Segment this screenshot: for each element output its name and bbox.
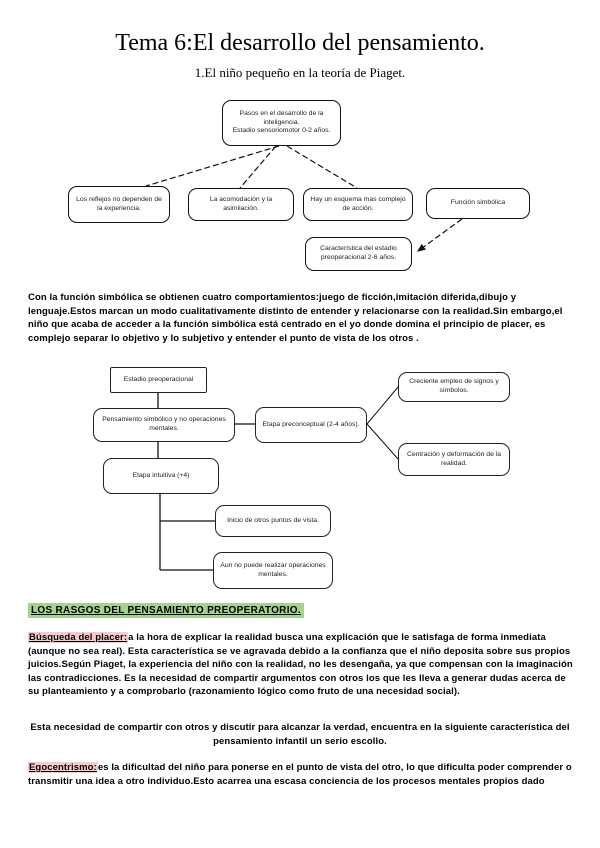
intro-paragraph: Con la función simbólica se obtienen cua…	[28, 292, 563, 344]
egocentrism-paragraph: Egocentrismo:es la dificultad del niño p…	[28, 761, 574, 788]
diagram2-preconceptual-box: Etapa preconceptual (2-4 años).	[255, 407, 367, 443]
pleasure-paragraph: Búsqueda del placer:a la hora de explica…	[28, 631, 574, 699]
diagram-preoperational: Estadio preoperacional Pensamiento simbó…	[0, 360, 600, 600]
egocentrism-lead-highlight: Egocentrismo:	[28, 762, 98, 773]
diagram1-root-box: Pasos en el desarrollo de la inteligenci…	[222, 100, 341, 146]
diagram2-viewpoints-box: Inicio de otros puntos de vista.	[215, 505, 331, 537]
pleasure-lead-highlight: Búsqueda del placer:	[28, 632, 129, 643]
diagram1-schema-box: Hay un esquema mas complejo de acción.	[303, 188, 413, 221]
diagram2-signs-box: Creciente empleo de signos y símbolos.	[398, 372, 510, 402]
page-subtitle: 1.El niño pequeño en la teoría de Piaget…	[194, 65, 406, 80]
pleasure-text: a la hora de explicar la realidad busca …	[28, 632, 573, 698]
diagram2-centration-box: Centración y deformación de la realidad.	[398, 443, 510, 476]
diagram1-symbolic-box: Función simbólica	[426, 188, 530, 219]
diagram2-no-operations-box: Aun no puede realizar operaciones mental…	[213, 552, 333, 589]
egocentrism-text: es la dificultad del niño para ponerse e…	[28, 762, 572, 787]
diagram1-characteristic-box: Característica del estadio preoperaciona…	[305, 237, 412, 271]
diagram1-accommodation-box: La acomodación y la asimilación.	[188, 188, 294, 221]
diagram1-root-line1: Pasos en el desarrollo de la inteligenci…	[239, 110, 324, 126]
bridge-paragraph: Esta necesidad de compartir con otros y …	[30, 722, 570, 747]
diagram1-root-text: Pasos en el desarrollo de la inteligenci…	[227, 110, 336, 136]
diagram1-reflexes-box: Los reflejos no dependen de la experienc…	[68, 186, 170, 223]
diagram2-preoperational-stage-box: Estadio preoperacional	[110, 367, 207, 393]
section-heading: LOS RASGOS DEL PENSAMIENTO PREOPERATORIO…	[28, 603, 304, 618]
diagram1-root-line2: Estadio sensoriomotor 0-2 años.	[232, 127, 331, 135]
diagram2-symbolic-thought-box: Pensamiento simbólico y no operaciones m…	[93, 408, 235, 442]
page-title: Tema 6:El desarrollo del pensamiento.	[115, 30, 485, 56]
diagram-sensorimotor: Pasos en el desarrollo de la inteligenci…	[0, 95, 600, 290]
diagram2-intuitive-box: Etapa intuitiva (+4)	[103, 458, 219, 494]
